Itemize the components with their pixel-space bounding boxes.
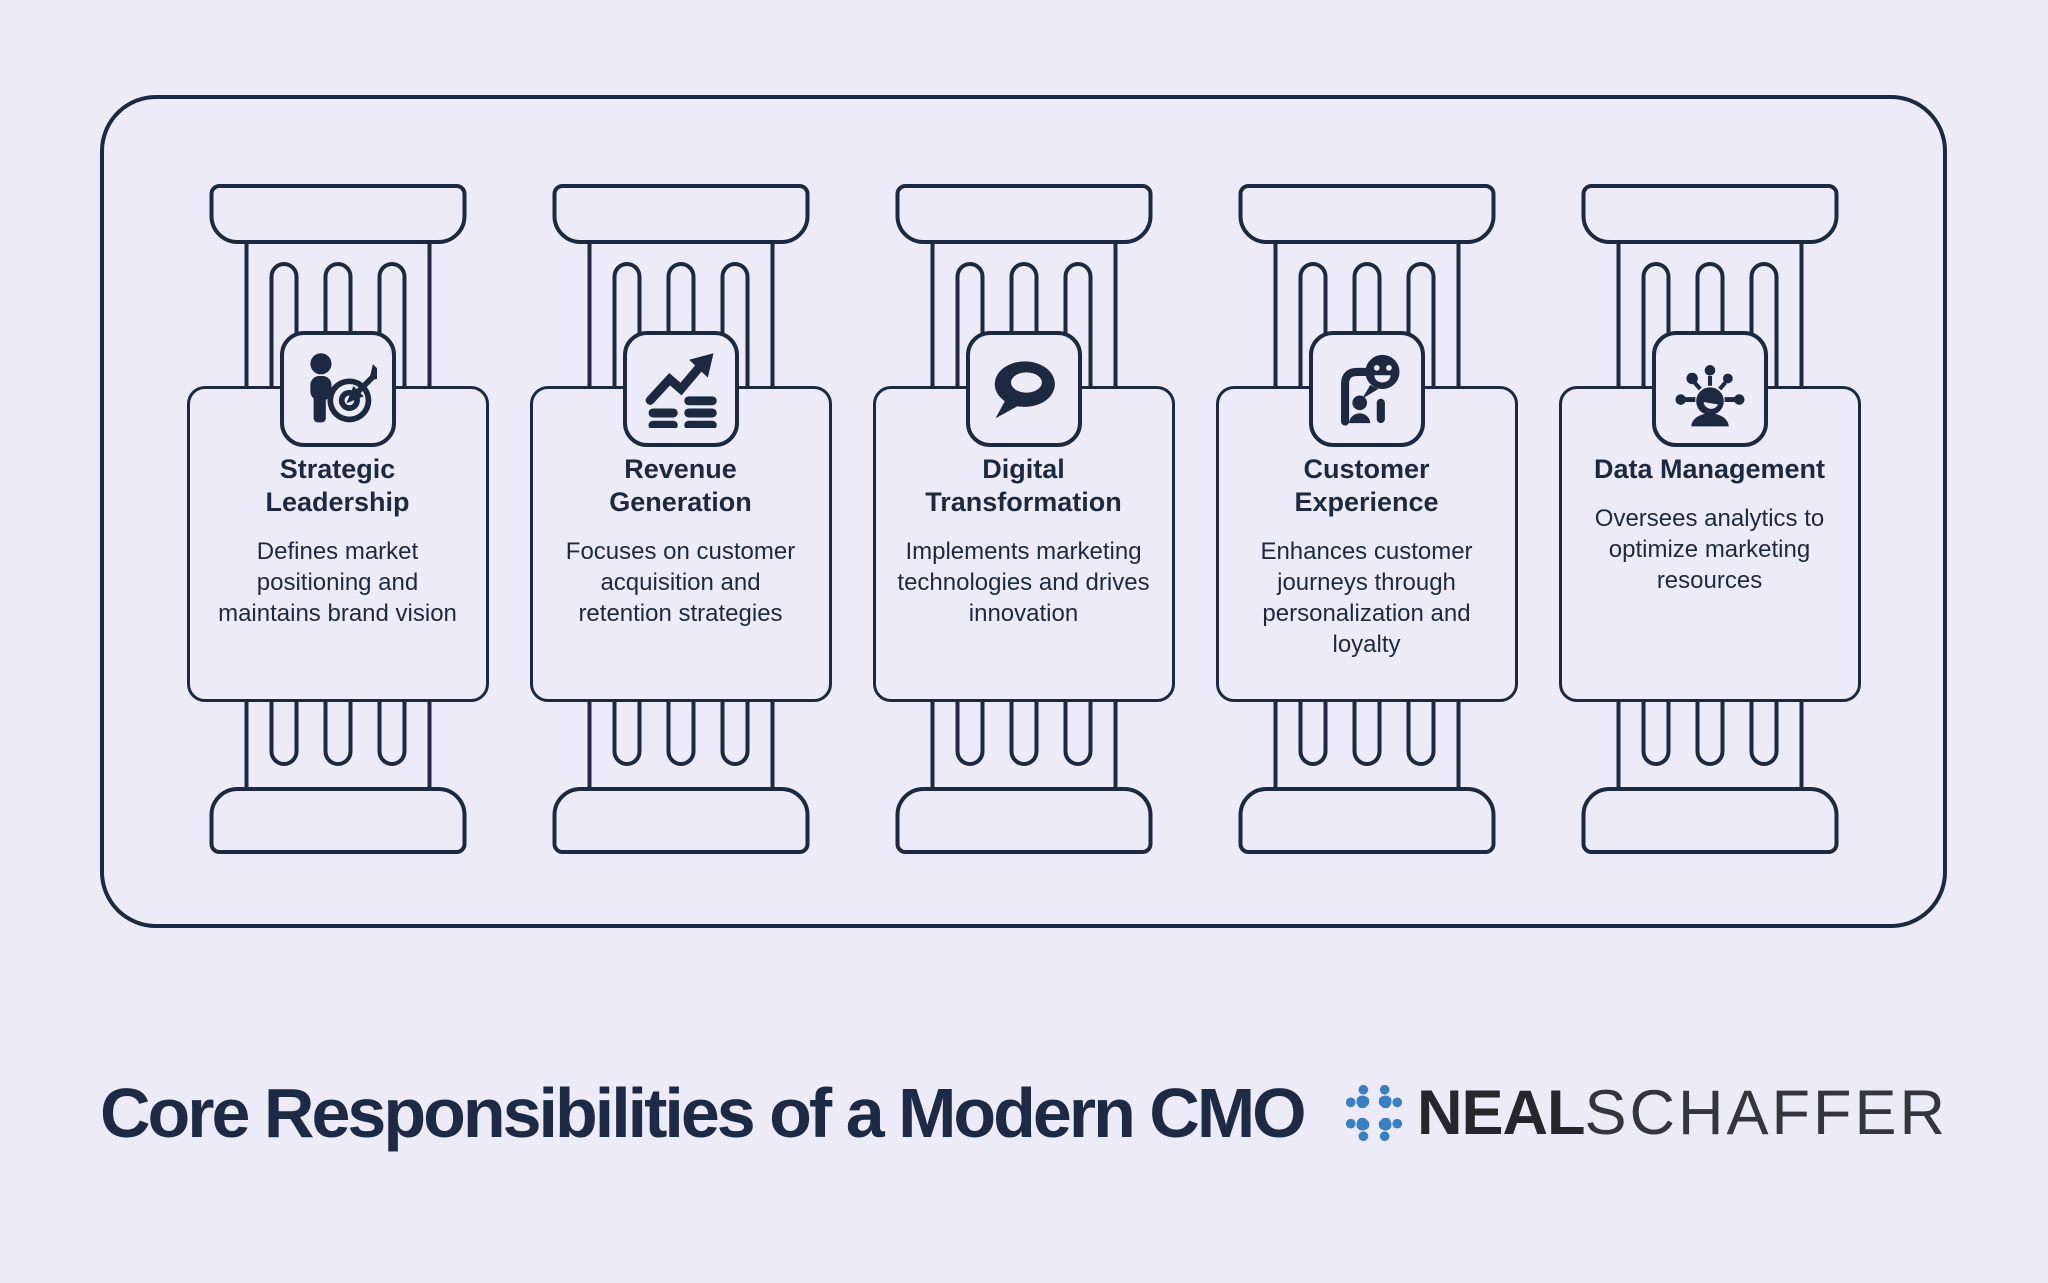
pillar-title: Data Management — [1593, 454, 1826, 484]
pillar-flute — [720, 700, 749, 766]
pillar-flute — [955, 700, 984, 766]
analytics-mind-icon — [1674, 365, 1745, 427]
pillar-capital — [1581, 184, 1838, 244]
pillar-flute — [1641, 700, 1670, 766]
pillar-card: Digital Transformation Implements market… — [872, 386, 1175, 702]
pillar-flute — [1406, 700, 1435, 766]
pillar-flute — [1352, 700, 1381, 766]
pillar-description: Implements marketing technologies and dr… — [897, 537, 1150, 628]
pillar-flute — [323, 700, 352, 766]
pillar-icon-box — [1308, 331, 1425, 447]
pillar-title: Digital Transformation — [925, 454, 1122, 517]
pillar-flute — [1749, 700, 1778, 766]
pillar-icon-box — [279, 331, 396, 447]
pillar-customer-experience: Customer Experience Enhances customer jo… — [1195, 99, 1538, 924]
brand-name-light: SCHAFFER — [1584, 1077, 1948, 1148]
pillar-base — [895, 787, 1152, 854]
pillar-flute — [377, 700, 406, 766]
pillar-description: Defines market positioning and maintains… — [218, 537, 457, 628]
pillar-icon-box — [622, 331, 739, 447]
pillar-capital — [552, 184, 809, 244]
pillar-description: Oversees analytics to optimize marketing… — [1594, 504, 1825, 595]
brand-name-bold: NEAL — [1416, 1077, 1585, 1148]
pillar-flute — [1009, 700, 1038, 766]
footer: Core Responsibilities of a Modern CMO NE… — [100, 1055, 1948, 1170]
pillar-base — [552, 787, 809, 854]
growth-chart-icon — [645, 353, 717, 428]
pillar-flute — [1063, 700, 1092, 766]
pillar-strategic-leadership: Strategic Leadership Defines market posi… — [166, 99, 509, 924]
speech-bubble-icon — [994, 361, 1055, 419]
pillar-title: Revenue Generation — [609, 454, 752, 517]
pillar-base — [1238, 787, 1495, 854]
pillar-description: Focuses on customer acquisition and rete… — [565, 537, 796, 628]
pillar-base — [209, 787, 466, 854]
pillar-description: Enhances customer journeys through perso… — [1260, 537, 1473, 659]
pillar-title: Strategic Leadership — [265, 454, 410, 517]
pillar-capital — [895, 184, 1152, 244]
person-target-icon — [309, 353, 377, 423]
pillar-capital — [209, 184, 466, 244]
pillars-board: Strategic Leadership Defines market posi… — [100, 95, 1947, 928]
pillar-title: Customer Experience — [1294, 454, 1439, 517]
pillar-flute — [666, 700, 695, 766]
pillar-flute — [1298, 700, 1327, 766]
pillar-data-management: Data Management Oversees analytics to op… — [1538, 99, 1881, 924]
pillar-digital-transformation: Digital Transformation Implements market… — [852, 99, 1195, 924]
people-around-table-icon — [1345, 1084, 1403, 1141]
pillar-capital — [1238, 184, 1495, 244]
pillar-flute — [1695, 700, 1724, 766]
pillar-revenue-generation: Revenue Generation Focuses on customer a… — [509, 99, 852, 924]
pillar-icon-box — [965, 331, 1082, 447]
pillar-flute — [612, 700, 641, 766]
pillar-icon-box — [1651, 331, 1768, 447]
customer-smiley-journey-icon — [1340, 354, 1399, 426]
pillar-base — [1581, 787, 1838, 854]
page-title: Core Responsibilities of a Modern CMO — [100, 1073, 1307, 1152]
pillar-flute — [269, 700, 298, 766]
